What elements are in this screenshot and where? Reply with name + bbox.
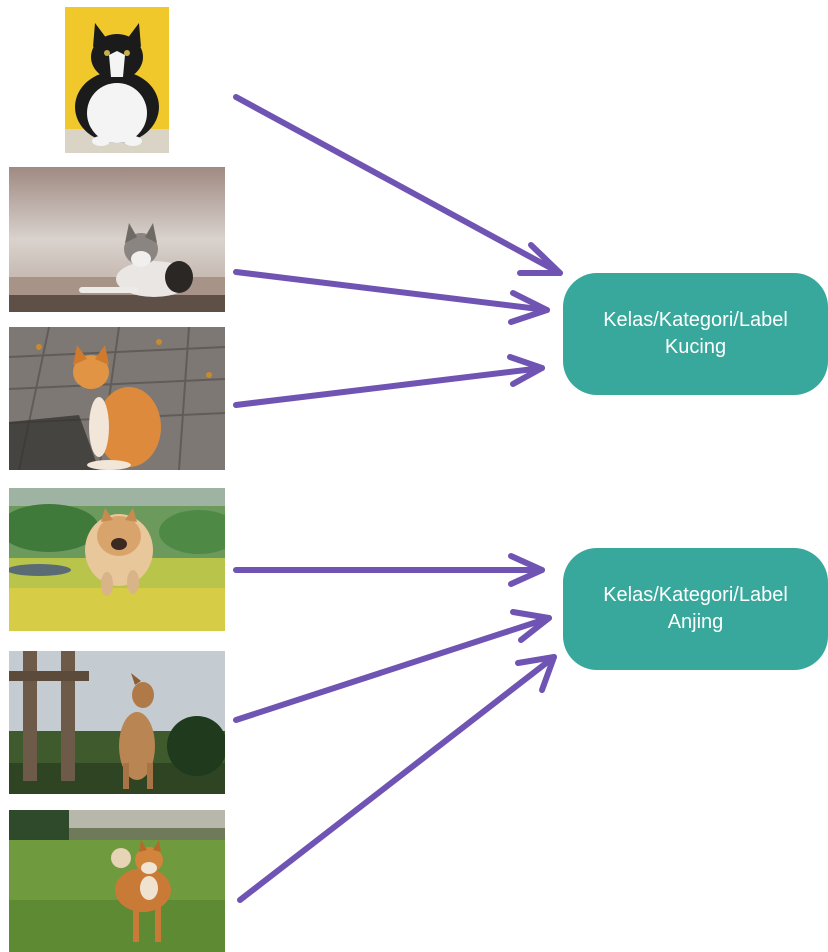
cat-photo-2: [9, 167, 225, 312]
label-cat-line2: Kucing: [664, 336, 727, 358]
dog-photo-2: [9, 651, 225, 794]
label-box-dog: Kelas/Kategori/Label Anjing: [563, 548, 828, 670]
cat-photo-3: [9, 327, 225, 470]
arrow-cat-2: [233, 269, 550, 325]
arrow-dog-1: [233, 553, 545, 587]
dog-photo-1: [9, 488, 225, 631]
arrow-dog-2: [233, 609, 552, 723]
dog-photo-3: [9, 810, 225, 952]
cat-photo-1: [9, 7, 225, 153]
arrow-dog-3: [237, 654, 557, 903]
label-box-cat: Kelas/Kategori/Label Kucing: [563, 273, 828, 395]
label-cat-line1: Kelas/Kategori/Label: [603, 309, 788, 331]
arrow-cat-1: [233, 94, 563, 276]
label-dog-line2: Anjing: [667, 611, 724, 633]
arrow-cat-3: [233, 354, 545, 408]
label-dog-line1: Kelas/Kategori/Label: [603, 584, 788, 606]
